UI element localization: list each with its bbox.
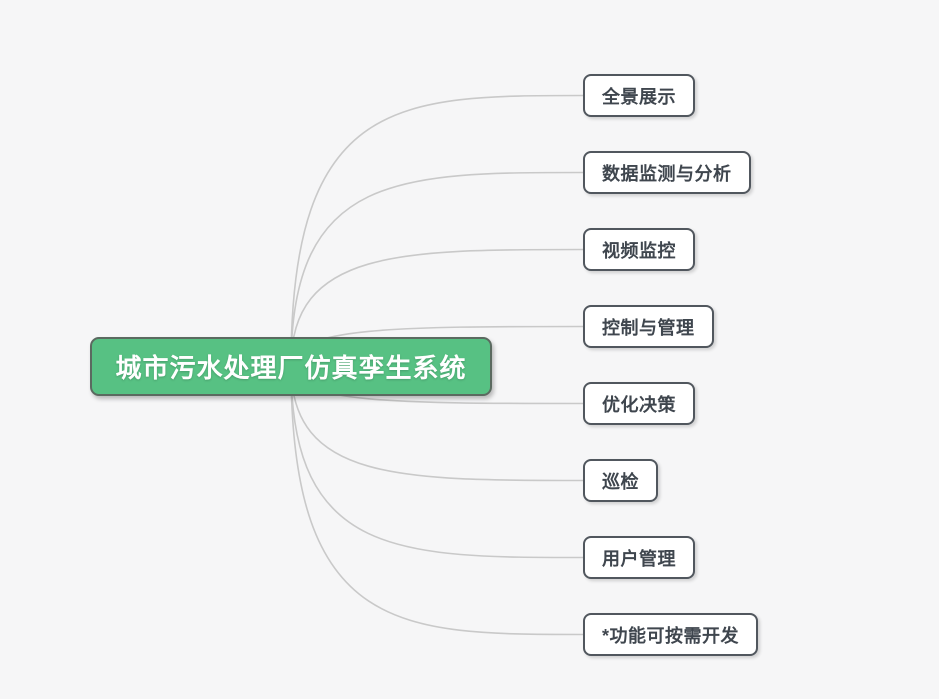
branch-node-1[interactable]: 全景展示: [583, 74, 695, 117]
root-node[interactable]: 城市污水处理厂仿真孪生系统: [90, 337, 492, 396]
connector-path: [290, 365, 585, 636]
branch-node-2[interactable]: 数据监测与分析: [583, 151, 751, 194]
connector-path: [290, 94, 585, 367]
branch-node-6[interactable]: 巡检: [583, 459, 658, 502]
branch-node-7[interactable]: 用户管理: [583, 536, 695, 579]
connector-path: [290, 365, 585, 559]
connector-path: [290, 365, 585, 482]
connector-path: [290, 248, 585, 367]
connector-path: [290, 171, 585, 367]
branch-node-5[interactable]: 优化决策: [583, 382, 695, 425]
branch-node-3[interactable]: 视频监控: [583, 228, 695, 271]
branch-node-4[interactable]: 控制与管理: [583, 305, 714, 348]
branch-node-8[interactable]: *功能可按需开发: [583, 613, 759, 656]
